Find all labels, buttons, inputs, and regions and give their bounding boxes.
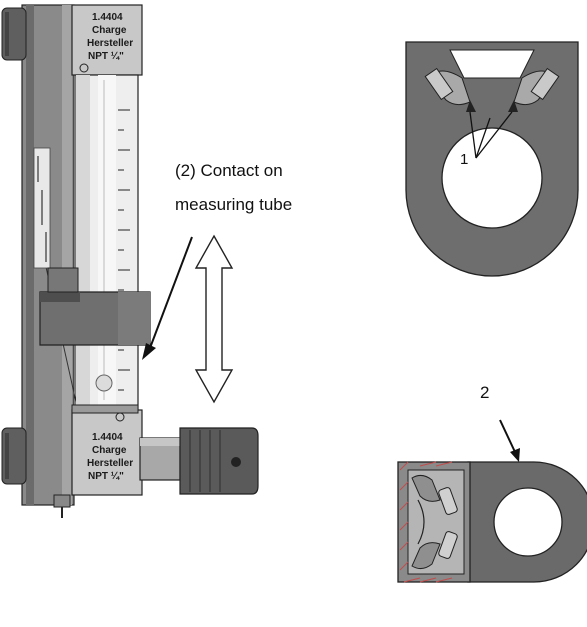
contact-callout-line-2: measuring tube [175, 195, 293, 214]
clip-top-view [405, 41, 579, 277]
tube-scale [118, 109, 130, 391]
flowmeter-assembly [1, 4, 259, 518]
float-ball [95, 374, 113, 392]
part-number-2: 2 [480, 383, 489, 402]
movement-double-arrow [194, 234, 234, 404]
bottom-nameplate-line-1: 1.4404 [92, 432, 123, 443]
contact-pointer-arrow [142, 236, 193, 360]
top-nameplate-line-3: Hersteller [87, 38, 133, 49]
bottom-nameplate-line-3: Hersteller [87, 458, 133, 469]
top-nameplate-line-4: NPT ¼" [88, 51, 124, 62]
clip-side-view [397, 419, 587, 583]
bottom-nameplate-line-2: Charge [92, 445, 127, 456]
valve-knob [179, 427, 259, 495]
contact-callout-line-1: (2) Contact on [175, 161, 283, 180]
top-nameplate-line-1: 1.4404 [92, 12, 123, 23]
bottom-nameplate-line-4: NPT ¼" [88, 471, 124, 482]
part-number-1: 1 [460, 151, 468, 168]
bottom-fitting-block [71, 409, 143, 496]
top-nameplate-line-2: Charge [92, 25, 127, 36]
valve-knob-screw [231, 457, 241, 467]
